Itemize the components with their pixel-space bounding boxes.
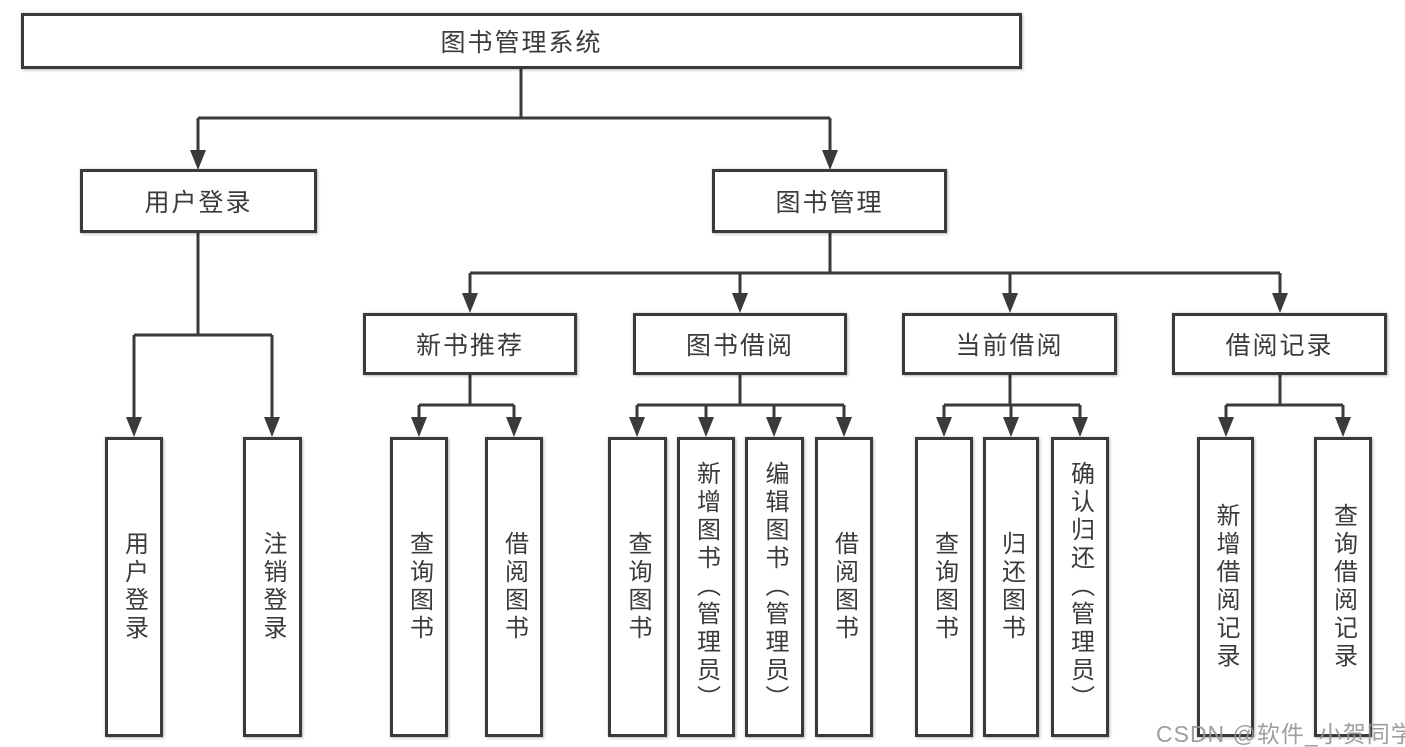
node-label: 借阅记录 (1225, 332, 1334, 360)
node-book-management: 图书管理 (712, 169, 947, 233)
node-label: 借阅图书 (830, 531, 858, 643)
node-user-login: 用户登录 (80, 169, 317, 233)
node-label: 归还图书 (997, 531, 1025, 643)
leaf-query-book-borrow: 查询图书 (608, 437, 667, 737)
node-label: 确认归还（管理员） (1066, 461, 1094, 713)
node-label: 用户登录 (120, 531, 148, 643)
leaf-query-book-recommend: 查询图书 (390, 437, 448, 737)
node-label: 当前借阅 (955, 332, 1064, 360)
node-library-management-system: 图书管理系统 (21, 13, 1022, 69)
node-label: 注销登录 (259, 531, 286, 643)
node-label: 查询图书 (930, 531, 958, 643)
node-label: 查询图书 (624, 531, 651, 643)
node-current-borrow: 当前借阅 (902, 313, 1117, 375)
leaf-borrow-book-recommend: 借阅图书 (485, 437, 543, 737)
node-label: 新增图书（管理员） (692, 461, 720, 713)
leaf-user-login: 用户登录 (105, 437, 163, 737)
node-label: 查询图书 (405, 531, 433, 643)
node-new-book-recommend: 新书推荐 (363, 313, 577, 375)
node-label: 图书管理 (775, 189, 884, 217)
node-label: 新增借阅记录 (1212, 503, 1239, 671)
node-label: 查询借阅记录 (1329, 503, 1357, 671)
csdn-watermark: CSDN @软件_小贺同学 (1156, 721, 1405, 747)
leaf-confirm-return-admin: 确认归还（管理员） (1051, 437, 1109, 737)
leaf-add-book-admin: 新增图书（管理员） (677, 437, 735, 737)
node-label: 编辑图书（管理员） (761, 461, 788, 713)
leaf-return-book: 归还图书 (983, 437, 1039, 737)
node-label: 图书借阅 (685, 332, 794, 360)
node-label: 用户登录 (144, 189, 253, 217)
node-label: 借阅图书 (500, 531, 528, 643)
node-label: 新书推荐 (415, 332, 524, 360)
leaf-query-borrow-record: 查询借阅记录 (1314, 437, 1372, 737)
node-book-borrow: 图书借阅 (633, 313, 847, 375)
leaf-query-book-current: 查询图书 (915, 437, 973, 737)
node-label: 图书管理系统 (440, 29, 603, 57)
leaf-logout: 注销登录 (243, 437, 302, 737)
leaf-add-borrow-record: 新增借阅记录 (1197, 437, 1254, 737)
leaf-borrow-book: 借阅图书 (815, 437, 873, 737)
node-borrow-records: 借阅记录 (1172, 313, 1387, 375)
leaf-edit-book-admin: 编辑图书（管理员） (745, 437, 804, 737)
